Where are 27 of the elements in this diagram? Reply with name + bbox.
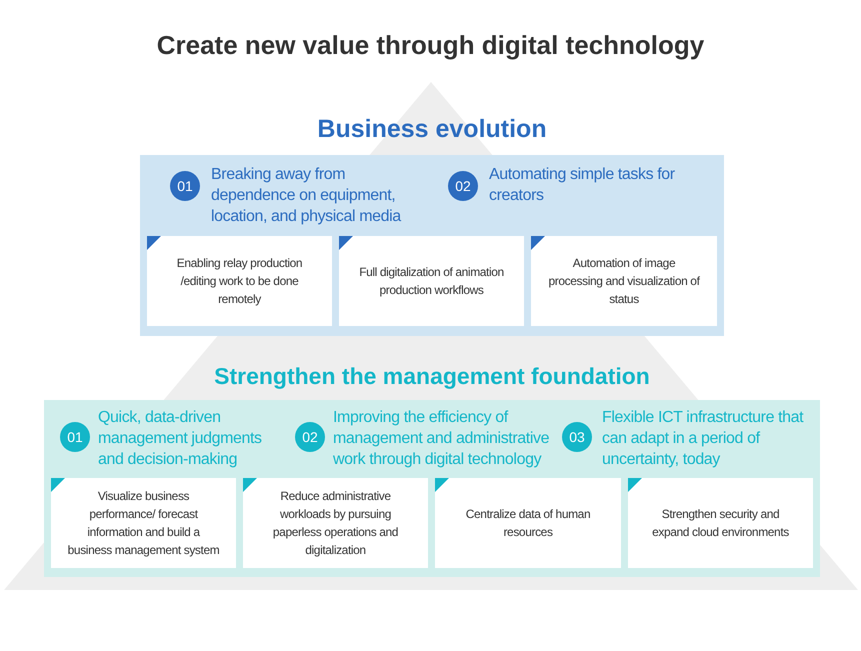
item-heading: Quick, data-driven management judgments and decision-making: [98, 408, 263, 470]
text-card: [339, 236, 524, 326]
card-text: Visualize business performance/ forecast information and build a business management system: [66, 488, 220, 559]
step-number: 03: [562, 422, 592, 452]
item-heading: Automating simple tasks for creators: [489, 165, 676, 206]
card-text: Reduce administrative workloads by pursuing paperless operations and digitalization: [272, 488, 400, 559]
card-text: Centralize data of human resources: [464, 506, 592, 541]
text-card: [51, 478, 236, 568]
text-card: [531, 236, 717, 326]
card-text: Strengthen security and expand cloud environments: [651, 506, 790, 541]
item-heading: Breaking away from dependence on equipment, location, and physical media: [211, 165, 402, 227]
card-text: Full digitalization of animation production workflows: [358, 264, 505, 299]
step-number: 01: [60, 422, 90, 452]
card-text: Enabling relay production /editing work to be done remotely: [176, 255, 304, 308]
text-card: [243, 478, 428, 568]
text-card: [628, 478, 813, 568]
text-card: [147, 236, 332, 326]
section-heading: Strengthen the management foundation: [213, 363, 651, 390]
card-text: Automation of image processing and visualization of status: [547, 255, 701, 308]
step-number: 02: [448, 171, 478, 201]
step-number: 02: [295, 422, 325, 452]
step-number: 01: [170, 171, 200, 201]
item-heading: Improving the efficiency of management and administrative work through digital technology: [333, 408, 550, 470]
item-heading: Flexible ICT infrastructure that can adapt in a period of uncertainty, today: [602, 408, 804, 470]
text-card: [435, 478, 621, 568]
diagram-title: Create new value through digital technology: [156, 29, 706, 62]
section-heading: Business evolution: [316, 115, 548, 144]
